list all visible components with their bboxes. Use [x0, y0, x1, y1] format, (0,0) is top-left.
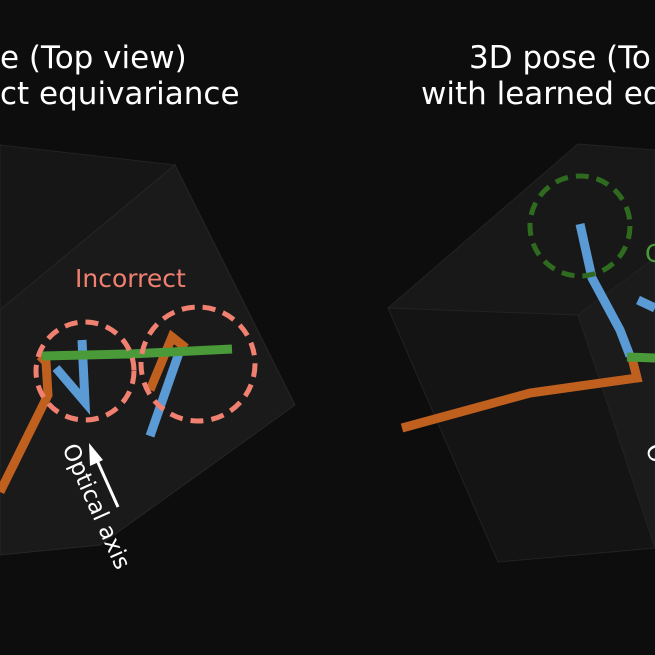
correct-circle [527, 173, 633, 279]
right-pose [400, 223, 655, 433]
left-title-line2: ct equivariance [0, 76, 240, 112]
correct-label: C [645, 239, 655, 268]
right-title-line2: with learned eq [421, 76, 655, 112]
left-title-line1: e (Top view) [0, 40, 187, 76]
right-orange-limb [400, 356, 643, 433]
right-camera-box [386, 143, 655, 563]
optical-axis-arrow-icon [89, 443, 120, 508]
incorrect-circle-2 [138, 304, 258, 424]
incorrect-label: Incorrect [75, 264, 186, 293]
right-blue-limb [575, 223, 635, 358]
left-green-limb [41, 344, 233, 361]
left-blue-limb-2 [145, 348, 185, 438]
right-title-line1: 3D pose (To [469, 40, 651, 76]
incorrect-circle-1 [33, 319, 137, 423]
left-orange-limb-2 [145, 329, 189, 392]
right-green-limb [626, 352, 655, 363]
left-blue-limb [52, 339, 91, 415]
left-pose [0, 329, 233, 494]
left-camera-box [0, 144, 296, 556]
right-blue-limb-2 [636, 295, 655, 313]
